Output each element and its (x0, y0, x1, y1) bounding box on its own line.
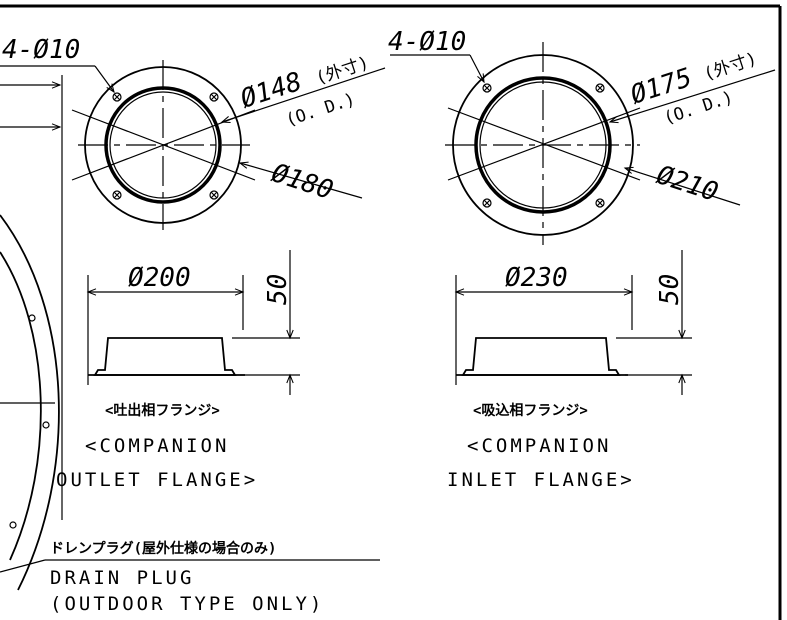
drain-plug-label-jp: ドレンプラグ(屋外仕様の場合のみ) (50, 540, 276, 557)
outlet-height-dim: 50 (263, 274, 293, 305)
drain-plug-marker (9, 314, 50, 529)
bolt-hole (482, 83, 605, 208)
outlet-caption-en-2: OUTLET FLANGE> (56, 469, 258, 491)
bolt-hole (112, 92, 219, 200)
inlet-bolt-holes: 4-Ø10 (388, 27, 466, 57)
drain-plug-leader (0, 559, 380, 573)
inlet-outer-note-jp: (外寸) (701, 49, 759, 85)
inlet-height-dim: 50 (655, 274, 685, 305)
drain-plug-label-en-2: (OUTDOOR TYPE ONLY) (50, 593, 324, 615)
drawing-frame (0, 4, 782, 620)
outlet-bolt-holes: 4-Ø10 (2, 35, 80, 65)
outlet-outer-note-jp: (外寸) (313, 53, 371, 89)
inlet-flange-top-view (390, 42, 776, 245)
main-body-fragment (0, 75, 63, 591)
inlet-caption-en-2: INLET FLANGE> (447, 469, 635, 491)
inlet-flange-side-view (454, 250, 692, 395)
outlet-caption-jp: <吐出相フランジ> (105, 402, 220, 419)
outlet-flange-side-view (86, 250, 300, 395)
outlet-pcd: Ø180 (268, 158, 337, 206)
outlet-caption-en-1: <COMPANION (85, 435, 229, 457)
inlet-pcd: Ø210 (653, 160, 722, 208)
drain-plug-label-en-1: DRAIN PLUG (50, 567, 194, 589)
outlet-flange-top-view (0, 60, 386, 230)
inlet-caption-jp: <吸込相フランジ> (473, 402, 588, 419)
inlet-width-dim: Ø230 (505, 263, 568, 293)
inlet-caption-en-1: <COMPANION (467, 435, 611, 457)
outlet-width-dim: Ø200 (128, 263, 191, 293)
